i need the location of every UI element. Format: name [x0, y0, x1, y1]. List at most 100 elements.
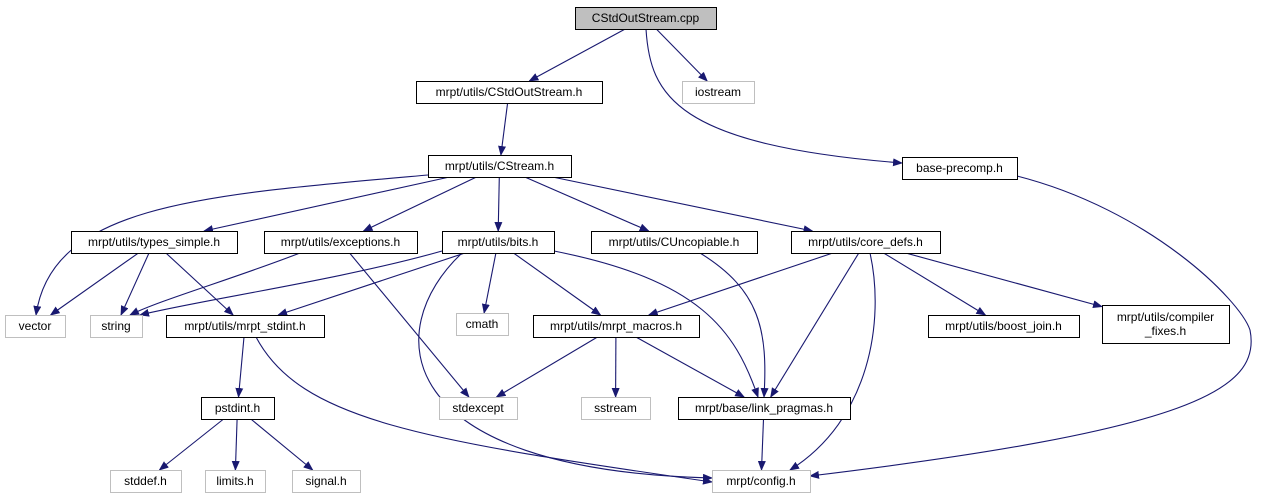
node-sstream: sstream	[581, 397, 651, 420]
node-mrpt_macros[interactable]: mrpt/utils/mrpt_macros.h	[533, 315, 700, 338]
node-box	[292, 470, 361, 493]
node-label: mrpt/utils/exceptions.h	[281, 235, 400, 249]
node-base_precomp[interactable]: base-precomp.h	[902, 157, 1018, 180]
node-box	[456, 313, 509, 336]
node-cstream_h[interactable]: mrpt/utils/CStream.h	[428, 155, 572, 178]
edge-cstream_h-to-exceptions	[362, 176, 477, 232]
node-label: string	[101, 319, 130, 333]
node-cuncopiable[interactable]: mrpt/utils/CUncopiable.h	[591, 231, 758, 254]
node-label: cmath	[466, 317, 499, 331]
edge-bits-to-config	[418, 252, 713, 482]
edge-bits-to-mrpt_macros	[513, 252, 602, 316]
node-label: mrpt/utils/CStdOutStream.h	[436, 85, 583, 99]
node-box	[110, 470, 182, 493]
node-label: mrpt/utils/boost_join.h	[945, 319, 1062, 333]
node-types_simple[interactable]: mrpt/utils/types_simple.h	[71, 231, 238, 254]
node-boost_join[interactable]: mrpt/utils/boost_join.h	[928, 315, 1080, 338]
node-stddef: stddef.h	[110, 470, 182, 493]
node-label: mrpt/utils/mrpt_stdint.h	[184, 319, 305, 333]
edge-exceptions-to-string	[129, 252, 301, 316]
edge-core_defs-to-compiler_fixes	[905, 252, 1103, 309]
node-root[interactable]: CStdOutStream.cpp	[575, 7, 717, 30]
node-stdexcept: stdexcept	[439, 397, 518, 420]
node-box	[71, 231, 238, 254]
node-label: mrpt/utils/mrpt_macros.h	[550, 319, 682, 333]
node-box	[5, 315, 66, 338]
edge-mrpt_stdint-to-config	[255, 336, 713, 485]
node-pstdint[interactable]: pstdint.h	[201, 397, 275, 420]
edge-root-to-cstdoutstream_h	[528, 28, 626, 82]
node-label: stddef.h	[124, 474, 167, 488]
edge-link_pragmas-to-config	[757, 418, 766, 471]
node-compiler_fixes[interactable]: mrpt/utils/compiler_fixes.h	[1102, 305, 1230, 344]
node-limits: limits.h	[205, 470, 266, 493]
node-box	[533, 315, 700, 338]
edge-layer	[33, 28, 1252, 485]
node-label: mrpt/utils/CStream.h	[445, 159, 554, 173]
node-label: mrpt/config.h	[726, 474, 795, 488]
node-label: vector	[19, 319, 52, 333]
edge-types_simple-to-vector	[49, 252, 139, 316]
edge-types_simple-to-string	[120, 252, 150, 316]
node-box	[439, 397, 518, 420]
edge-core_defs-to-link_pragmas	[770, 252, 860, 398]
edge-cstdoutstream_h-to-cstream_h	[498, 102, 509, 156]
node-box	[902, 157, 1018, 180]
node-box	[928, 315, 1080, 338]
edge-cstream_h-to-core_defs	[552, 176, 814, 234]
node-exceptions[interactable]: mrpt/utils/exceptions.h	[264, 231, 418, 254]
edge-cstream_h-to-vector	[33, 174, 429, 316]
node-box	[791, 231, 941, 254]
node-label: sstream	[594, 401, 637, 415]
node-label: base-precomp.h	[916, 161, 1003, 175]
node-box	[682, 81, 755, 104]
edge-core_defs-to-config	[789, 252, 876, 471]
node-vector: vector	[5, 315, 66, 338]
node-box	[1102, 305, 1230, 344]
node-string: string	[90, 315, 143, 338]
edge-mrpt_stdint-to-pstdint	[235, 336, 245, 398]
edge-bits-to-mrpt_stdint	[277, 252, 466, 316]
edge-cstream_h-to-cuncopiable	[524, 176, 650, 232]
node-label: pstdint.h	[215, 401, 260, 415]
edge-root-to-iostream	[655, 28, 708, 82]
node-signal: signal.h	[292, 470, 361, 493]
node-box	[205, 470, 266, 493]
node-label: mrpt/utils/CUncopiable.h	[609, 235, 740, 249]
edge-pstdint-to-limits	[231, 418, 240, 471]
node-core_defs[interactable]: mrpt/utils/core_defs.h	[791, 231, 941, 254]
node-label: stdexcept	[452, 401, 504, 415]
edge-bits-to-cmath	[481, 252, 497, 314]
edge-base_precomp-to-config	[809, 175, 1252, 479]
node-cmath: cmath	[456, 313, 509, 336]
node-label: mrpt/utils/types_simple.h	[88, 235, 220, 249]
edge-core_defs-to-mrpt_macros	[647, 252, 833, 316]
node-label: mrpt/base/link_pragmas.h	[695, 401, 833, 415]
node-box	[90, 315, 143, 338]
node-config: mrpt/config.h	[712, 470, 811, 493]
edge-mrpt_macros-to-link_pragmas	[635, 336, 745, 398]
node-label: signal.h	[305, 474, 346, 488]
edge-types_simple-to-mrpt_stdint	[165, 252, 234, 316]
node-box	[442, 231, 555, 254]
node-label: mrpt/utils/bits.h	[458, 235, 539, 249]
node-box	[575, 7, 717, 30]
node-box	[264, 231, 418, 254]
edge-core_defs-to-boost_join	[883, 252, 987, 316]
edge-cstream_h-to-types_simple	[203, 176, 450, 233]
node-label: mrpt/utils/core_defs.h	[808, 235, 923, 249]
node-box	[591, 231, 758, 254]
edge-mrpt_macros-to-stdexcept	[495, 336, 598, 398]
edge-cstream_h-to-bits	[494, 176, 503, 232]
node-label: _fixes.h	[1144, 324, 1186, 338]
node-link_pragmas[interactable]: mrpt/base/link_pragmas.h	[678, 397, 851, 420]
node-label: CStdOutStream.cpp	[592, 11, 700, 25]
node-box	[428, 155, 572, 178]
node-bits[interactable]: mrpt/utils/bits.h	[442, 231, 555, 254]
edge-pstdint-to-signal	[250, 418, 314, 471]
node-box	[201, 397, 275, 420]
node-box	[166, 315, 325, 338]
edge-cuncopiable-to-link_pragmas	[699, 252, 769, 398]
node-cstdoutstream_h[interactable]: mrpt/utils/CStdOutStream.h	[416, 81, 603, 104]
node-mrpt_stdint[interactable]: mrpt/utils/mrpt_stdint.h	[166, 315, 325, 338]
